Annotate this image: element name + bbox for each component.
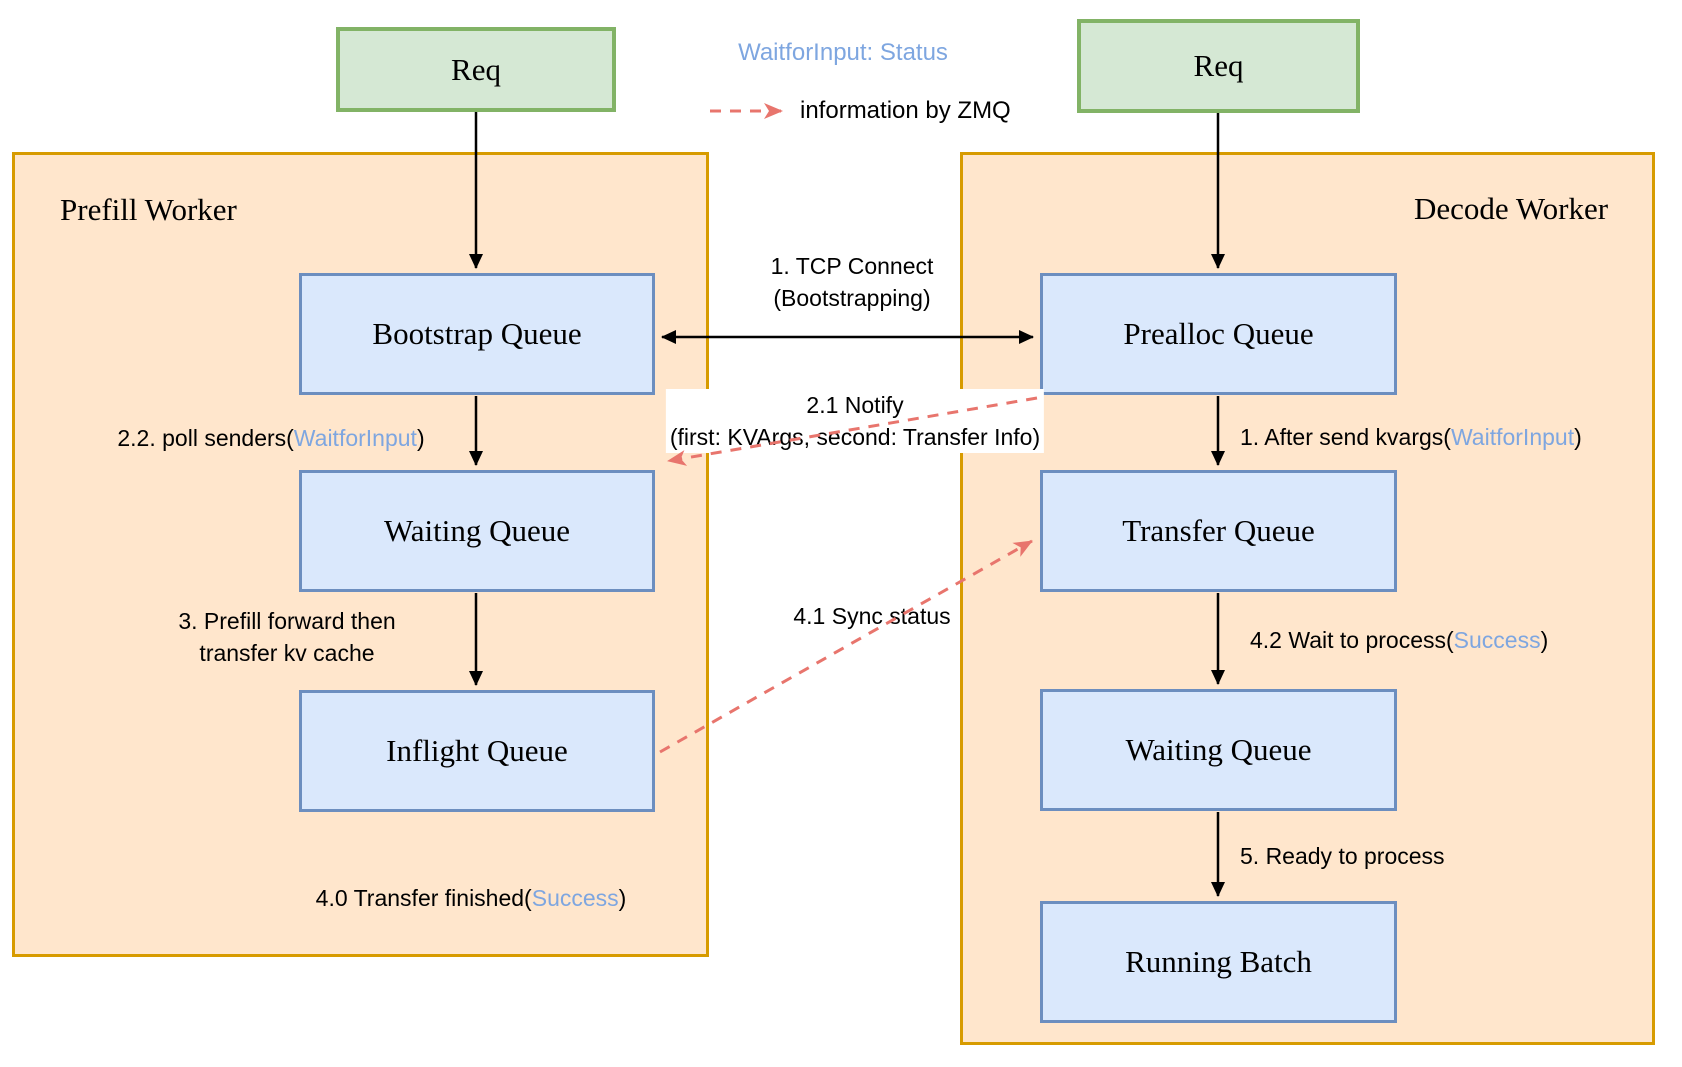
poll-senders-status: WaitforInput <box>293 425 417 451</box>
notify-line1: 2.1 Notify <box>665 389 1045 421</box>
tcp-connect-line2: (Bootstrapping) <box>766 282 938 314</box>
after-send-kvargs-label: 1. After send kvargs(WaitforInput) <box>1240 421 1582 453</box>
prefill-forward-label: 3. Prefill forward then transfer kv cach… <box>178 605 395 669</box>
poll-senders-prefix: 2.2. poll senders( <box>117 425 294 451</box>
ready-to-process-label: 5. Ready to process <box>1240 843 1445 869</box>
wait-to-process-label: 4.2 Wait to process(Success) <box>1250 624 1548 656</box>
sync-status-label: 4.1 Sync status <box>789 600 955 632</box>
req-box-left: Req <box>336 27 616 112</box>
wait-to-process-status: Success <box>1453 627 1541 653</box>
notify-label: 2.1 Notify (first: KVArgs, second: Trans… <box>665 389 1045 453</box>
wait-to-process-prefix: 4.2 Wait to process( <box>1250 627 1454 653</box>
after-send-suffix: ) <box>1574 424 1582 450</box>
tcp-connect-line1: 1. TCP Connect <box>766 250 938 282</box>
prefill-waiting-queue-box: Waiting Queue <box>299 470 655 592</box>
running-batch-box: Running Batch <box>1040 901 1397 1023</box>
prefill-worker-title: Prefill Worker <box>60 192 237 227</box>
legend-zmq-text: information by ZMQ <box>800 97 1011 124</box>
transfer-finished-status: Success <box>531 885 619 911</box>
prefill-forward-line1: 3. Prefill forward then <box>178 608 396 634</box>
transfer-queue-box: Transfer Queue <box>1040 470 1397 592</box>
legend-waitforinput-status: WaitforInput: Status <box>738 39 948 66</box>
transfer-finished-suffix: ) <box>618 885 627 911</box>
after-send-status: WaitforInput <box>1450 424 1575 450</box>
poll-senders-label: 2.2. poll senders(WaitforInput) <box>117 422 424 454</box>
decode-worker-title: Decode Worker <box>1414 191 1609 226</box>
bootstrap-queue-box: Bootstrap Queue <box>299 273 655 395</box>
decode-waiting-queue-box: Waiting Queue <box>1040 689 1397 811</box>
prefill-forward-line2: transfer kv cache <box>199 640 375 666</box>
transfer-finished-label: 4.0 Transfer finished(Success) <box>316 882 627 914</box>
after-send-prefix: 1. After send kvargs( <box>1240 424 1451 450</box>
transfer-finished-prefix: 4.0 Transfer finished( <box>315 885 532 911</box>
notify-line2: (first: KVArgs, second: Transfer Info) <box>665 421 1045 453</box>
poll-senders-suffix: ) <box>416 425 425 451</box>
inflight-queue-box: Inflight Queue <box>299 690 655 812</box>
prealloc-queue-box: Prealloc Queue <box>1040 273 1397 395</box>
req-box-right: Req <box>1077 19 1360 113</box>
wait-to-process-suffix: ) <box>1540 627 1549 653</box>
tcp-connect-label: 1. TCP Connect (Bootstrapping) <box>766 250 938 314</box>
